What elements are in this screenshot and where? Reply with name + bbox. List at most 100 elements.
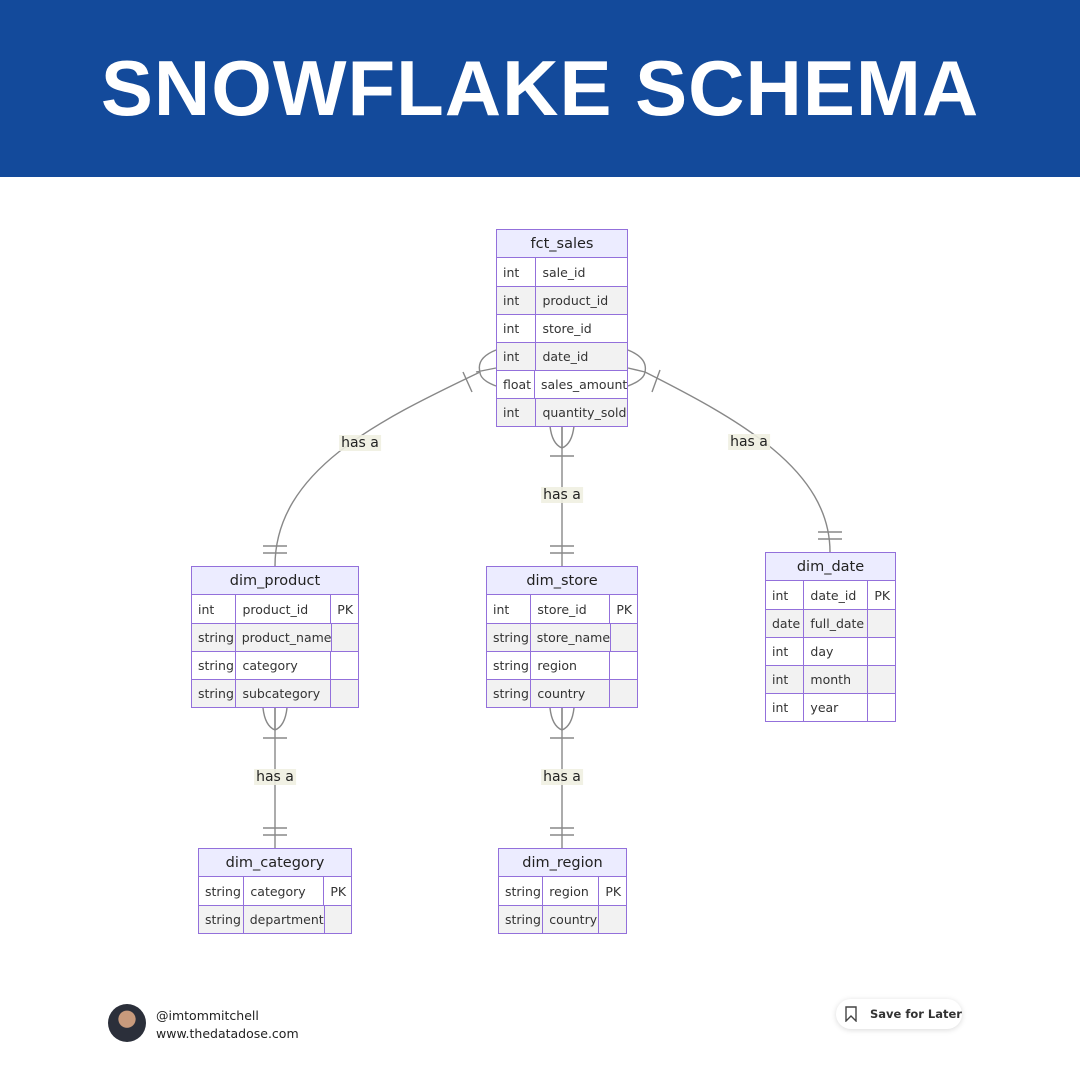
- title-banner: SNOWFLAKE SCHEMA: [0, 0, 1080, 177]
- save-for-later-button[interactable]: Save for Later: [836, 999, 962, 1029]
- attribute-type: string: [505, 883, 541, 899]
- crowfoot-icon: [549, 425, 575, 449]
- attribute-key: [330, 624, 358, 651]
- attribute-name: region: [542, 877, 598, 905]
- attribute-key: [330, 680, 358, 707]
- attribute-type: float: [503, 377, 532, 392]
- attribute-name: department: [242, 906, 324, 933]
- attribute-type: int: [772, 672, 789, 687]
- attribute-row: int date_id: [497, 342, 627, 370]
- attribute-name: category: [243, 877, 323, 905]
- entity-name: dim_product: [192, 567, 358, 595]
- attribute-name: sale_id: [535, 258, 627, 286]
- attribute-key: PK: [598, 877, 626, 905]
- one-marker-icon: [651, 369, 842, 540]
- save-for-later-label: Save for Later: [870, 1007, 962, 1021]
- attribute-type: string: [205, 912, 241, 927]
- attribute-name: day: [803, 638, 867, 665]
- attribute-name: product_id: [535, 287, 627, 314]
- bookmark-icon: [845, 1006, 857, 1022]
- attribute-name: month: [803, 666, 867, 693]
- attribute-key: [609, 624, 637, 651]
- attribute-type: string: [493, 658, 529, 673]
- attribute-type: int: [772, 587, 789, 603]
- attribute-type: int: [503, 264, 520, 280]
- attribute-type: int: [503, 293, 520, 308]
- attribute-type: string: [198, 630, 234, 645]
- entity-name: fct_sales: [497, 230, 627, 258]
- entity-name: dim_category: [199, 849, 351, 877]
- relationship-line-date: [644, 371, 831, 553]
- attribute-type: int: [503, 349, 520, 364]
- attribute-key: [867, 638, 895, 665]
- author-handle[interactable]: @imtommitchell: [156, 1008, 259, 1023]
- relationship-label: has a: [541, 487, 583, 503]
- attribute-type: string: [198, 658, 234, 673]
- attribute-type: int: [198, 601, 215, 617]
- attribute-type: string: [205, 883, 241, 899]
- attribute-name: region: [530, 652, 609, 679]
- attribute-key: [609, 652, 637, 679]
- attribute-type: int: [772, 644, 789, 659]
- relationship-label: has a: [339, 435, 381, 451]
- attribute-key: PK: [867, 581, 895, 609]
- author-website[interactable]: www.thedatadose.com: [156, 1026, 299, 1041]
- relationship-label: has a: [254, 769, 296, 785]
- avatar: [108, 1004, 146, 1042]
- attribute-name: product_id: [235, 595, 330, 623]
- attribute-key: [867, 610, 895, 637]
- entity-name: dim_region: [499, 849, 626, 877]
- attribute-key: PK: [609, 595, 637, 623]
- attribute-type: date: [772, 616, 801, 631]
- one-marker-icon: [550, 737, 574, 836]
- attribute-key: PK: [330, 595, 358, 623]
- attribute-name: full_date: [803, 610, 867, 637]
- one-marker-icon: [550, 455, 574, 554]
- attribute-name: product_name: [234, 624, 332, 651]
- attribute-key: [598, 906, 626, 933]
- attribute-name: subcategory: [235, 680, 330, 707]
- attribute-name: country: [530, 680, 609, 707]
- attribute-row: int sale_id: [497, 258, 627, 286]
- crowfoot-icon: [549, 707, 575, 731]
- one-marker-icon: [263, 737, 287, 836]
- relationship-label: has a: [728, 434, 770, 450]
- relationship-line-product: [274, 371, 481, 567]
- attribute-name: category: [235, 652, 330, 679]
- attribute-name: year: [803, 694, 867, 721]
- attribute-name: store_name: [529, 624, 610, 651]
- attribute-name: country: [542, 906, 598, 933]
- crowfoot-icon: [627, 349, 647, 387]
- relationship-label: has a: [541, 769, 583, 785]
- attribute-name: date_id: [535, 343, 627, 370]
- one-marker-icon: [263, 371, 473, 554]
- attribute-type: string: [505, 912, 541, 927]
- attribute-type: string: [198, 686, 234, 701]
- attribute-type: int: [493, 601, 510, 617]
- attribute-key: [609, 680, 637, 707]
- attribute-key: [867, 694, 895, 721]
